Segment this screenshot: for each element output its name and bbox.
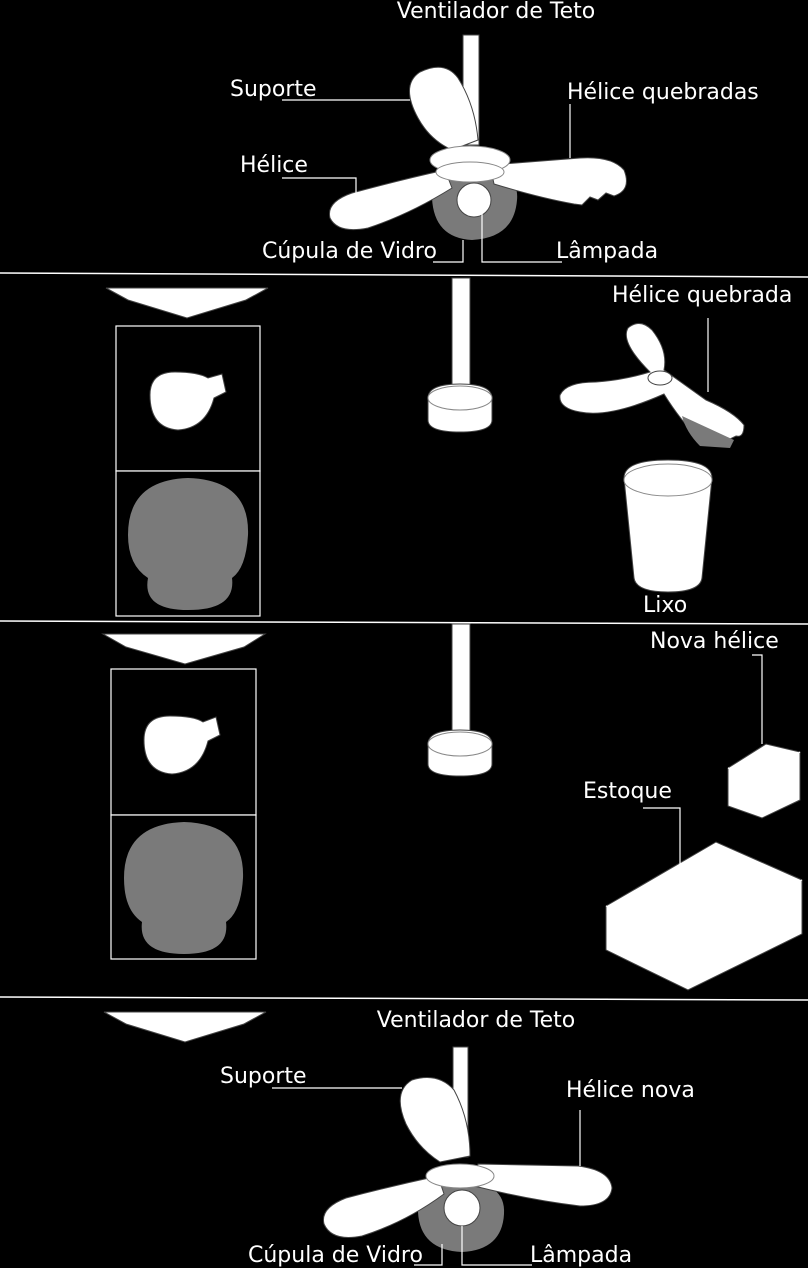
- lamp-leader: [481, 212, 562, 263]
- box-edges: [727, 751, 801, 781]
- down-arrow-2: [101, 633, 267, 665]
- rod-base-top-2: [427, 731, 493, 757]
- new-blade-back: [399, 1077, 471, 1163]
- lamp-label-2: Lâmpada: [530, 1243, 632, 1268]
- stage-2-disassembly: Hélice quebrada Lixo: [105, 277, 792, 618]
- support-label-2: Suporte: [220, 1064, 307, 1089]
- broken-blade-shadow: [682, 416, 734, 448]
- glass-dome-label-2: Cúpula de Vidro: [248, 1243, 423, 1268]
- stage-1-fan: Ventilador de Teto Suporte Hélice quebra…: [230, 0, 759, 264]
- new-blade-leader: [752, 654, 763, 744]
- divider-2: [0, 620, 808, 625]
- glass-dome-leader: [433, 240, 464, 263]
- broken-blade-hub: [647, 370, 673, 386]
- blade-back: [409, 66, 479, 151]
- trash-label: Lixo: [643, 593, 687, 618]
- blade-label: Hélice: [240, 153, 308, 178]
- fan-title-2: Ventilador de Teto: [377, 1008, 575, 1033]
- glass-dome-piece: [128, 478, 249, 610]
- broken-blade-label: Hélice quebrada: [612, 283, 792, 308]
- lamp-bulb-2: [143, 715, 221, 775]
- lamp-shape: [456, 182, 492, 218]
- stage-3-replacement: Nova hélice Estoque: [101, 623, 803, 991]
- fan-title: Ventilador de Teto: [397, 0, 595, 24]
- lamp-label: Lâmpada: [556, 239, 658, 264]
- warehouse-building: [605, 841, 803, 991]
- down-arrow-3: [103, 1011, 267, 1043]
- blade-left: [328, 169, 453, 231]
- new-blade-right: [473, 1163, 613, 1207]
- trash-can-rim: [623, 463, 713, 497]
- new-blade-left: [322, 1175, 445, 1238]
- glass-dome-label: Cúpula de Vidro: [262, 239, 437, 264]
- down-arrow-1: [105, 287, 269, 319]
- warehouse-label: Estoque: [583, 779, 672, 804]
- blade-leader: [282, 177, 357, 195]
- lamp-leader-2: [461, 1226, 532, 1266]
- rod-mount-2: [451, 623, 471, 737]
- glass-dome-leader-2: [414, 1244, 443, 1266]
- broken-blades-label: Hélice quebradas: [567, 80, 759, 105]
- support-label: Suporte: [230, 77, 317, 102]
- motor-hub: [435, 161, 505, 183]
- motor-housing-2: [425, 1163, 495, 1189]
- lamp-shape-2: [443, 1189, 481, 1227]
- divider-1: [0, 272, 808, 278]
- rod-mount: [451, 277, 471, 391]
- divider-3: [0, 996, 808, 1001]
- warehouse-leader: [643, 807, 681, 866]
- new-blade-label-2: Hélice nova: [566, 1078, 695, 1103]
- new-blade-box: [727, 743, 801, 819]
- rod-base-top: [427, 385, 493, 411]
- new-blade-label: Nova hélice: [650, 629, 779, 654]
- warehouse-roof: [605, 879, 803, 939]
- stage-4-repaired-fan: Ventilador de Teto Suporte Hélice nova C…: [103, 1008, 695, 1268]
- lamp-bulb: [149, 371, 227, 431]
- blade-right-broken: [489, 157, 627, 206]
- glass-dome-piece-2: [124, 822, 244, 954]
